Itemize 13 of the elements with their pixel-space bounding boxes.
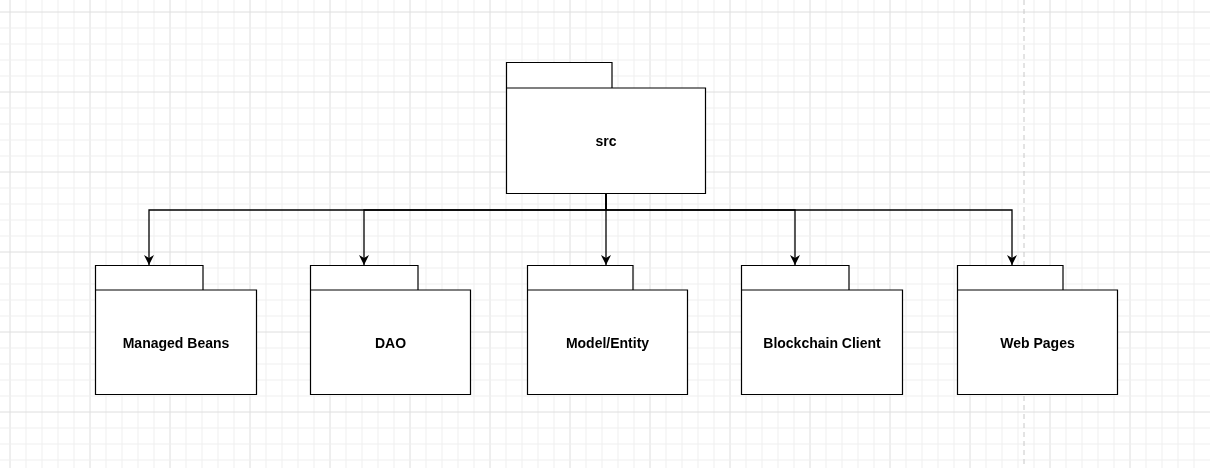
package-folder	[527, 265, 688, 395]
package-name: Blockchain Client	[763, 334, 881, 351]
package-name: Model/Entity	[565, 334, 650, 351]
package-folder	[310, 265, 471, 395]
package-folder	[741, 265, 903, 395]
package-name: Web Pages	[1000, 334, 1075, 351]
package-name: src	[595, 133, 617, 149]
arrow	[605, 193, 1017, 266]
package-folder	[957, 265, 1118, 395]
package-name: DAO	[374, 334, 407, 351]
package-folder	[95, 265, 257, 395]
package-name: Managed Beans	[122, 334, 230, 351]
package-folder	[506, 62, 706, 194]
